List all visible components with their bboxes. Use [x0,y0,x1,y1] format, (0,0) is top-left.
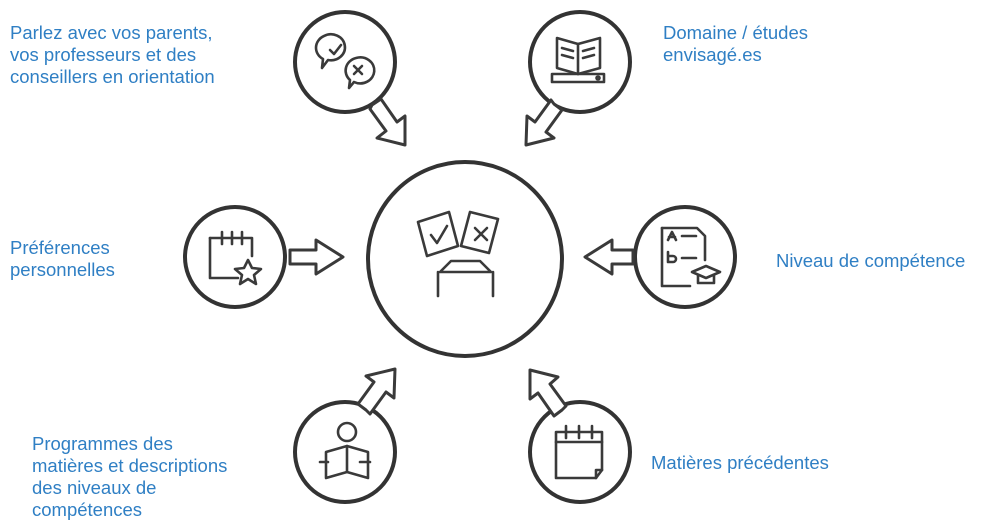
calendar-star-icon [208,230,263,286]
arrow-domain [524,98,564,147]
calendar-icon [554,424,604,480]
label-domain: Domaine / études envisagé.es [663,22,809,65]
document-choice-icon [416,210,500,298]
person-reading-icon [318,421,372,480]
label-talk: Parlez avec vos parents, vos professeurs… [10,22,215,87]
label-previous: Matières précédentes [651,452,829,473]
arrow-previous [528,368,568,418]
speech-bubbles-check-cross-icon [314,33,376,90]
arrow-preferences [288,238,345,276]
grade-sheet-cap-icon [660,226,722,288]
label-level: Niveau de compétence [776,250,966,271]
label-programs: Programmes des matières et descriptions … [32,433,228,520]
arrow-talk [368,97,407,147]
node-programs [293,367,397,504]
node-domain [524,10,632,147]
center-node [366,160,564,358]
arrow-level [583,238,635,276]
node-level [583,205,737,309]
node-preferences [183,205,345,309]
node-previous [528,368,632,504]
arrow-programs [356,367,397,416]
node-talk [293,10,407,147]
label-preferences: Préférences personnelles [10,237,115,280]
open-book-icon [550,36,606,84]
